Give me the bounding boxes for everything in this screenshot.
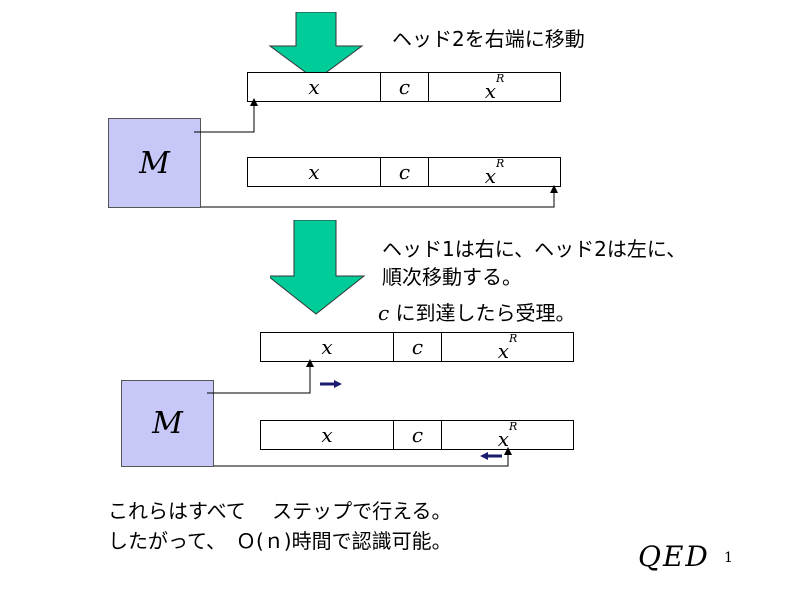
tape-2-top: x c xR <box>260 332 574 363</box>
caption-move-head2: ヘッド2を右端に移動 <box>392 27 585 51</box>
footer-line2: したがって、 Ｏ(ｎ)時間で認識可能。 <box>108 529 452 553</box>
tape-cell-c: c <box>381 73 429 101</box>
right-arrow-icon <box>320 380 342 388</box>
caption-math-c: c <box>378 301 390 325</box>
caption-head-move-line1: ヘッド1は右に、ヘッド2は左に、 <box>382 237 687 261</box>
machine-label: M <box>139 145 170 181</box>
tape-cell-c: c <box>381 158 429 186</box>
machine-label: M <box>152 406 183 441</box>
tape-cell-c: c <box>394 333 442 361</box>
tape-cell-x: x <box>248 73 381 101</box>
page-number: 1 <box>724 550 733 566</box>
tape-cell-xr: xR <box>484 157 505 188</box>
tape-cell-x: x <box>261 333 394 361</box>
machine-box-2: M <box>121 380 214 467</box>
tape-cell-x: x <box>248 158 381 186</box>
tape-1-top: x c xR <box>247 72 561 103</box>
qed-mark: QED <box>638 540 710 573</box>
caption-head-move-line2: 順次移動する。 <box>382 265 522 289</box>
caption-accept-line: c に到達したら受理。 <box>378 298 576 328</box>
tape-2-bottom: x c xR <box>260 420 574 451</box>
left-arrow-icon <box>480 452 502 460</box>
caption-accept-text: に到達したら受理。 <box>389 301 576 325</box>
tape-cell-xr: xR <box>497 420 518 451</box>
tape-cell-c: c <box>394 421 442 449</box>
tape-cell-xr: xR <box>484 72 505 103</box>
tape-cell-x: x <box>261 421 394 449</box>
tape-cell-xr: xR <box>497 332 518 363</box>
down-arrow-icon <box>270 220 366 315</box>
tape-1-bottom: x c xR <box>247 157 561 188</box>
machine-box-1: M <box>108 118 201 208</box>
down-arrow-icon <box>268 12 364 81</box>
footer-line1: これらはすべて ステップで行える。 <box>108 499 452 523</box>
